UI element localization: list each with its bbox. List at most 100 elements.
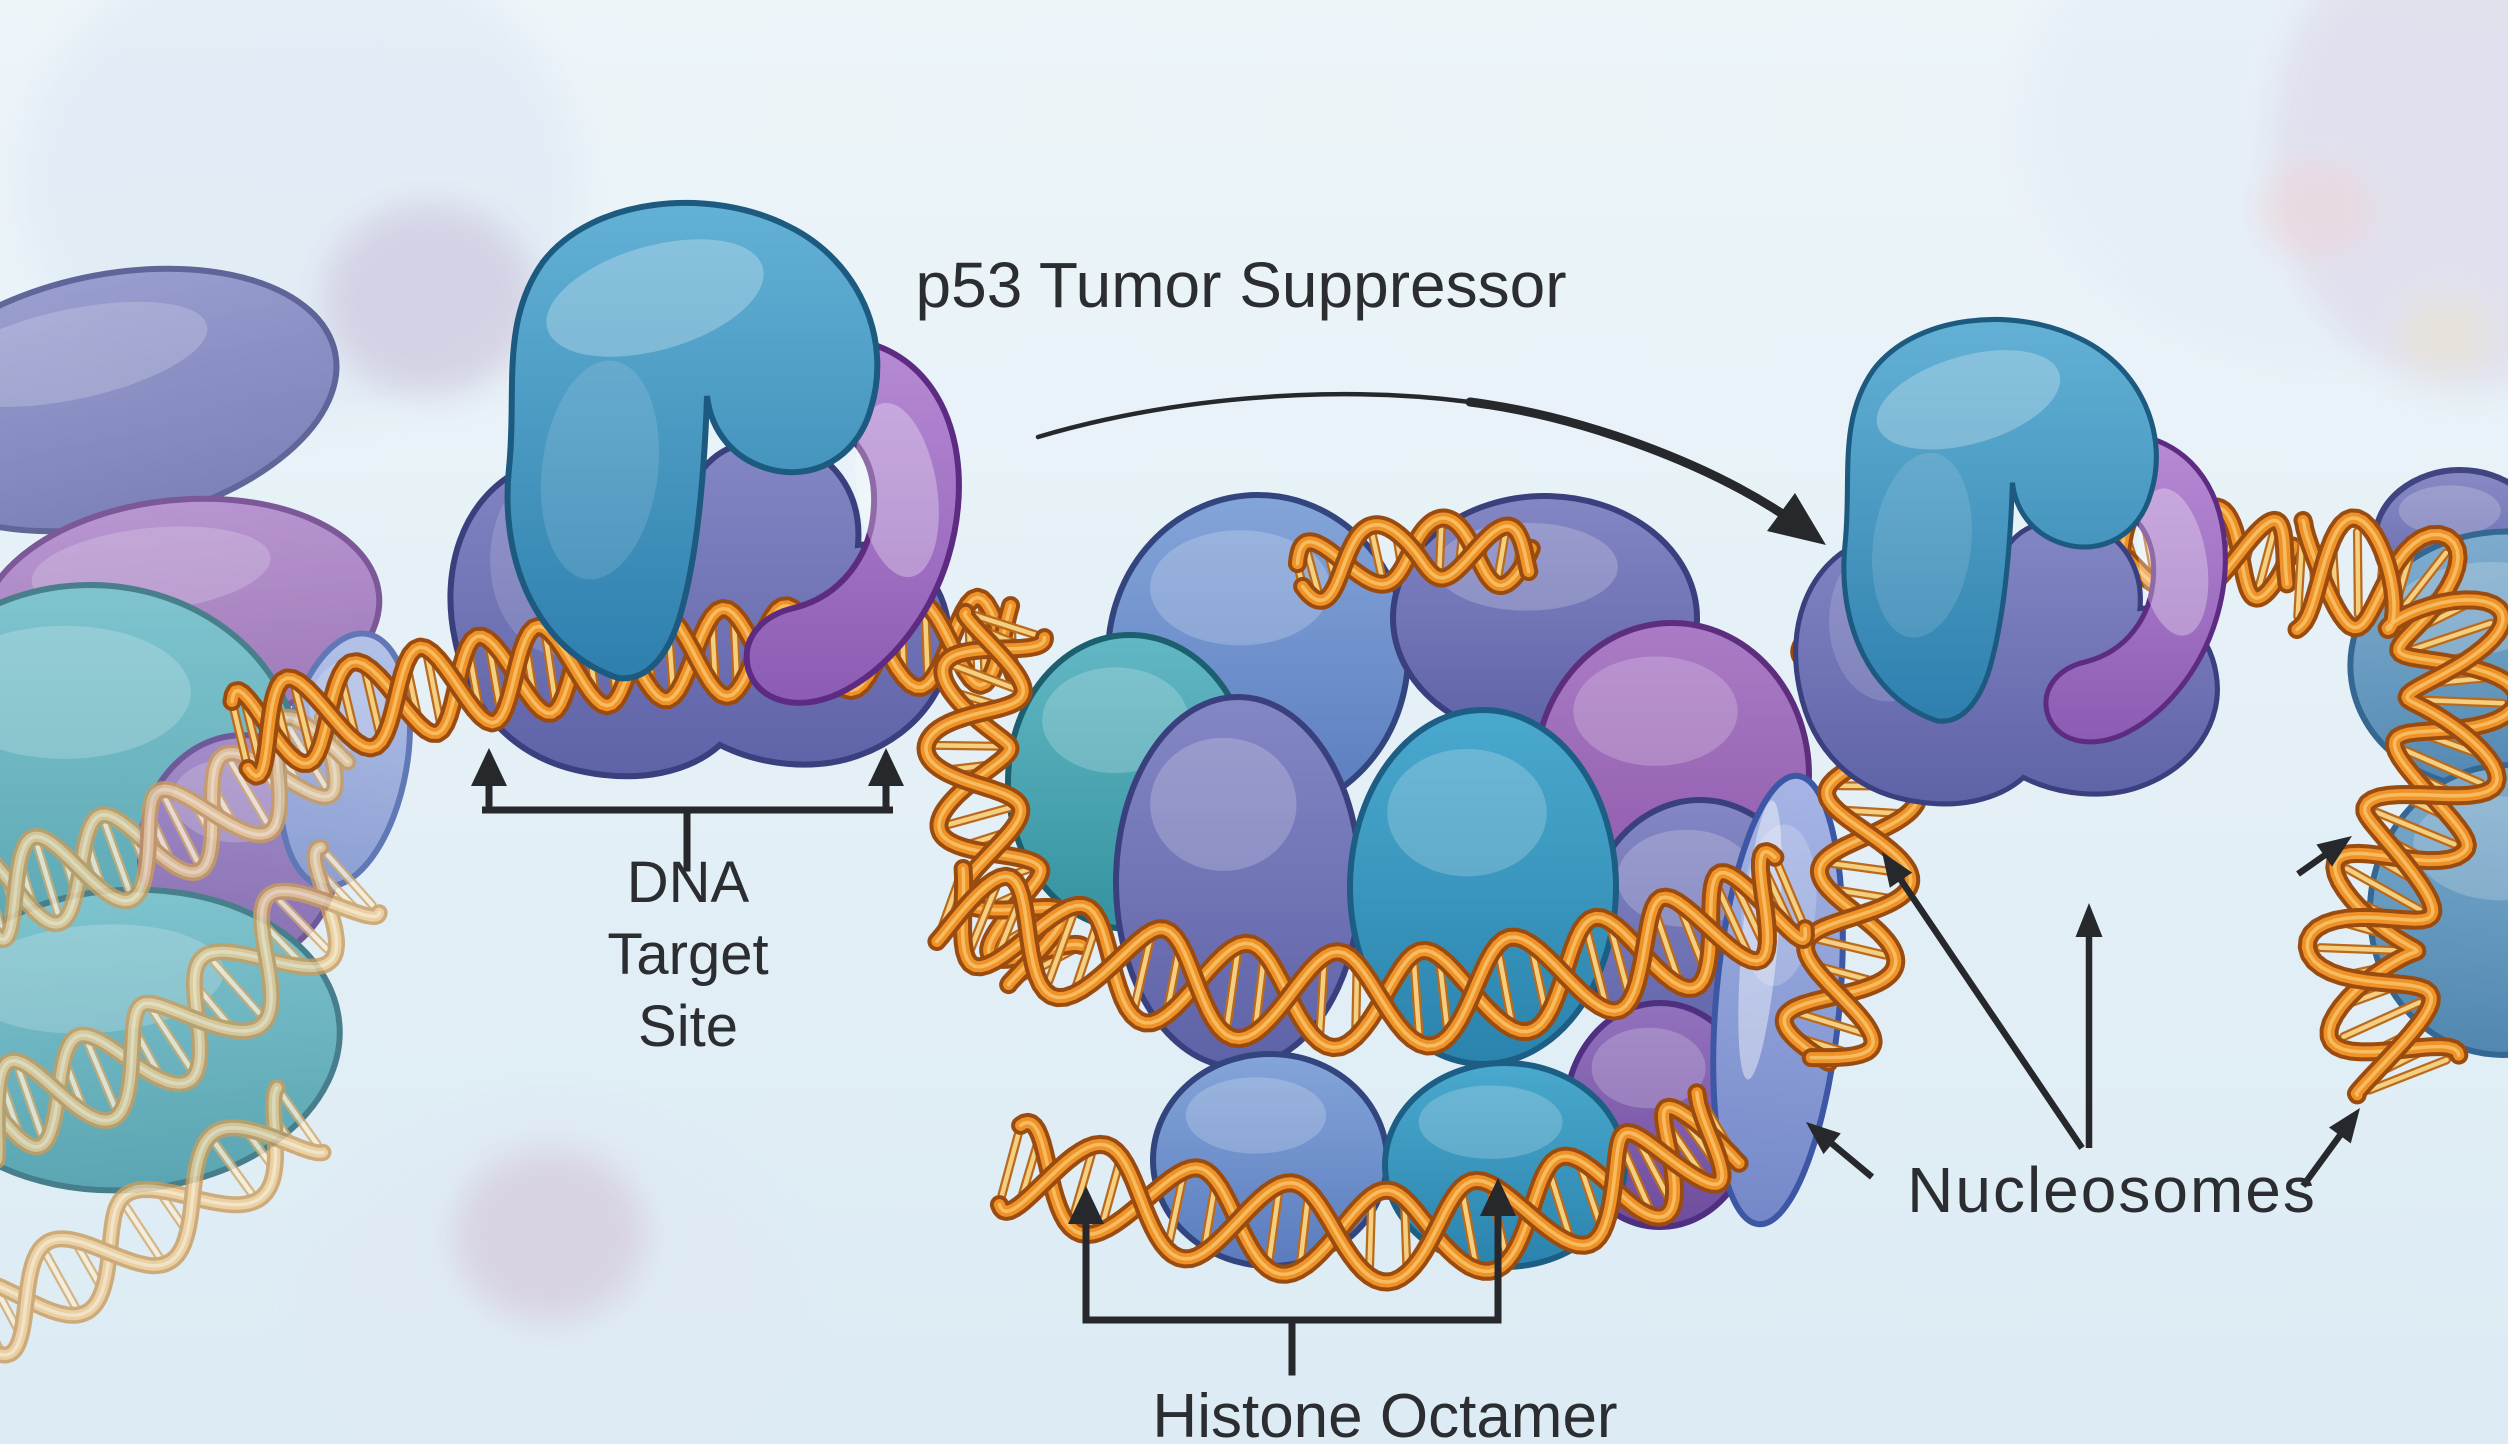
annotation-arrowhead bbox=[2075, 903, 2103, 937]
annotations: p53 Tumor Suppressor DNA Target Site His… bbox=[471, 249, 2360, 1444]
annotation-arrow-line bbox=[2296, 850, 2330, 877]
dna-rung bbox=[710, 622, 718, 684]
dna-rung bbox=[1678, 908, 1705, 967]
dna-rung bbox=[75, 1244, 102, 1287]
dna-rung bbox=[1495, 530, 1508, 580]
dna-rung bbox=[2341, 1000, 2422, 1039]
dna-rung bbox=[1716, 887, 1749, 953]
background-haze bbox=[2270, 0, 2508, 390]
dna-rung bbox=[1437, 523, 1444, 573]
dna-rung bbox=[1225, 953, 1240, 1026]
dna-rung bbox=[1367, 1203, 1374, 1269]
dna-rung bbox=[1369, 530, 1385, 580]
dna-rung bbox=[2374, 810, 2457, 847]
dna-rung bbox=[1165, 950, 1181, 1010]
dna-rung bbox=[995, 900, 1021, 956]
dna-rung bbox=[922, 610, 930, 677]
dna-rung bbox=[946, 805, 1013, 827]
dna-strand-highlight bbox=[0, 1085, 279, 1317]
dna-rung bbox=[280, 1093, 320, 1147]
dna-rung bbox=[196, 986, 232, 1027]
p53-swoosh-arrowhead bbox=[1767, 493, 1826, 545]
dna-rung bbox=[972, 613, 1038, 637]
dna-rung bbox=[1019, 1141, 1040, 1200]
dna-rung bbox=[292, 686, 313, 753]
dna-rung bbox=[2318, 945, 2406, 953]
label-nucleosomes: Nucleosomes bbox=[1907, 1154, 2317, 1226]
dna-strand-highlight bbox=[997, 1091, 1724, 1284]
dna-wrap-right-edge bbox=[2287, 508, 2508, 1105]
annotation-arrowhead bbox=[1806, 1122, 1841, 1155]
dna-rung bbox=[1585, 931, 1607, 1002]
blob-highlight bbox=[1573, 656, 1738, 766]
dna-rung bbox=[1817, 937, 1888, 958]
dna-rung bbox=[1267, 1192, 1281, 1261]
dna-rung bbox=[1167, 1177, 1185, 1243]
dna-strand-highlight bbox=[935, 849, 1777, 1048]
dna-rung bbox=[2355, 529, 2361, 617]
dna-rung bbox=[340, 680, 358, 737]
dna-rung bbox=[44, 1252, 78, 1309]
dna-rung bbox=[1046, 913, 1075, 984]
label-dna-line3: Site bbox=[638, 994, 738, 1059]
dna-rung bbox=[952, 663, 1017, 691]
blob-highlight bbox=[1150, 530, 1330, 646]
label-p53-tumor-suppressor: p53 Tumor Suppressor bbox=[916, 249, 1567, 321]
bracket-arrowhead bbox=[868, 748, 904, 786]
dna-wrap-left-nucleosome bbox=[0, 708, 388, 1364]
dna-rung bbox=[1304, 547, 1321, 596]
dna-target-site-bracket bbox=[482, 776, 893, 872]
dna-strand-highlight bbox=[937, 635, 1084, 962]
dna-rung bbox=[1776, 863, 1804, 923]
dna-rung bbox=[1298, 1198, 1310, 1263]
dna-rung bbox=[2410, 620, 2494, 652]
p53-swoosh-arrow-tail bbox=[1035, 391, 1473, 440]
blob-highlight bbox=[1387, 748, 1547, 877]
dna-wrap-top bbox=[1287, 508, 1541, 610]
background-cell-nucleus bbox=[322, 204, 538, 396]
dna-strand-highlight bbox=[0, 845, 339, 1149]
dna-rung bbox=[2418, 697, 2506, 706]
dna-rung bbox=[159, 1193, 187, 1230]
dna-rung bbox=[2403, 748, 2483, 786]
dna-rung bbox=[1460, 1194, 1478, 1263]
dna-rung bbox=[86, 1042, 117, 1108]
dna-strand-highlight bbox=[0, 716, 338, 926]
blob-highlight bbox=[0, 301, 208, 407]
dna-rung bbox=[2256, 527, 2277, 592]
dna-rung bbox=[231, 707, 249, 763]
dna-rung bbox=[1317, 964, 1327, 1034]
background-speck bbox=[2400, 297, 2490, 373]
histone-octamer bbox=[916, 492, 1928, 1292]
background-cell-nucleus bbox=[454, 1149, 646, 1321]
blob-highlight bbox=[1591, 1027, 1706, 1109]
dna-rung bbox=[1132, 939, 1153, 1008]
dna-rung bbox=[0, 1291, 20, 1332]
blob-highlight bbox=[1150, 737, 1297, 871]
blob-highlight bbox=[2398, 485, 2501, 536]
dna-rung bbox=[163, 797, 199, 863]
dna-rung bbox=[1654, 914, 1680, 980]
bracket-arrowhead bbox=[1068, 1186, 1104, 1224]
dna-rung bbox=[1100, 1163, 1121, 1225]
blob-highlight bbox=[0, 625, 191, 759]
dna-strand-highlight bbox=[2295, 516, 2505, 1097]
histone-octamer-bracket bbox=[1082, 1208, 1502, 1376]
dna-rung bbox=[1818, 964, 1873, 983]
dna-rung bbox=[1637, 1140, 1671, 1200]
dna-rung bbox=[968, 885, 999, 952]
nucleosome-pointer-arrows bbox=[1806, 836, 2360, 1188]
annotation-arrowhead bbox=[1882, 852, 1913, 888]
dna-rung bbox=[1402, 1205, 1410, 1267]
bracket-arrowhead bbox=[471, 748, 507, 786]
annotation-arrow-line bbox=[1826, 1138, 1875, 1180]
annotation-arrowhead bbox=[2316, 836, 2352, 867]
dna-strand-highlight bbox=[1018, 1105, 1741, 1276]
dna-rung bbox=[1797, 1011, 1865, 1035]
dna-rung bbox=[1548, 1174, 1572, 1237]
dna-rung bbox=[999, 1132, 1021, 1198]
blob-highlight bbox=[1185, 1077, 1327, 1154]
dna-rung bbox=[1353, 970, 1360, 1031]
dna-rung bbox=[1621, 1147, 1652, 1210]
